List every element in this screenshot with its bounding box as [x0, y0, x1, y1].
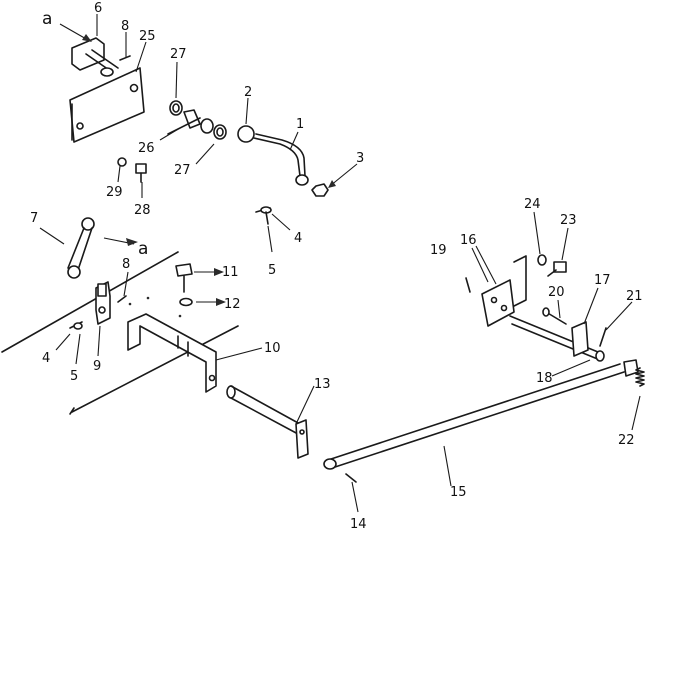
label-4-left: 4 [42, 351, 50, 366]
label-6: 6 [94, 1, 102, 16]
rod-15 [323, 359, 639, 470]
lever-13 [226, 385, 309, 459]
bolt-11 [175, 263, 193, 293]
label-14: 14 [350, 517, 367, 532]
pin-8-top [119, 55, 131, 61]
label-21: 21 [626, 289, 643, 304]
label-17: 17 [594, 273, 611, 288]
label-4-center: 4 [294, 231, 302, 246]
bracket-9 [95, 281, 111, 325]
label-3: 3 [356, 151, 364, 166]
pin-14 [345, 473, 357, 483]
label-8-mid: 8 [122, 257, 130, 272]
label-28: 28 [134, 203, 151, 218]
bracket-6 [71, 37, 119, 77]
label-27-top: 27 [170, 47, 187, 62]
knob-2 [237, 125, 255, 143]
plate-25 [69, 67, 145, 143]
label-10: 10 [264, 341, 281, 356]
label-15: 15 [450, 485, 467, 500]
label-16: 16 [460, 233, 477, 248]
washer-24 [537, 254, 547, 266]
label-2: 2 [244, 85, 252, 100]
bolt-23 [547, 261, 567, 277]
washer-12 [179, 297, 193, 307]
bracket-10 [127, 313, 217, 393]
label-29: 29 [106, 185, 123, 200]
label-7: 7 [30, 211, 38, 226]
bracket-17 [571, 321, 589, 357]
label-26: 26 [138, 141, 155, 156]
label-1: 1 [296, 117, 304, 132]
nut-3 [311, 183, 329, 197]
label-18: 18 [536, 371, 553, 386]
label-9: 9 [93, 359, 101, 374]
label-a-mid: a [138, 239, 148, 259]
bushing-26 [167, 109, 214, 135]
pin-8-mid [117, 295, 127, 303]
label-12: 12 [224, 297, 241, 312]
pin-19 [465, 277, 471, 293]
label-20: 20 [548, 285, 565, 300]
label-22: 22 [618, 433, 635, 448]
bolt-4-5-left [69, 321, 83, 330]
bushing-27-top [169, 100, 183, 116]
label-24: 24 [524, 197, 541, 212]
label-13: 13 [314, 377, 331, 392]
label-a-top: a [42, 9, 52, 29]
arrowheads [82, 34, 336, 306]
label-23: 23 [560, 213, 577, 228]
leader-lines [39, 14, 641, 513]
label-8-top: 8 [121, 19, 129, 34]
bolt-20 [542, 307, 567, 325]
label-5-left: 5 [70, 369, 78, 384]
shaft-18 [509, 315, 605, 362]
plate-16 [481, 255, 527, 327]
frame-dots [128, 296, 182, 318]
label-27-bottom: 27 [174, 163, 191, 178]
label-11: 11 [222, 265, 239, 280]
pin-21 [599, 327, 607, 347]
label-25: 25 [139, 29, 156, 44]
bolt-4-5-center [255, 206, 272, 225]
rod-1 [253, 133, 309, 186]
label-19: 19 [430, 243, 447, 258]
bushing-27-bottom [213, 124, 227, 140]
bolt-28 [135, 163, 147, 183]
spring-22 [635, 367, 645, 387]
frame-lines [1, 251, 239, 415]
link-7 [67, 217, 95, 279]
label-5-center: 5 [268, 263, 276, 278]
washer-29 [117, 157, 127, 167]
